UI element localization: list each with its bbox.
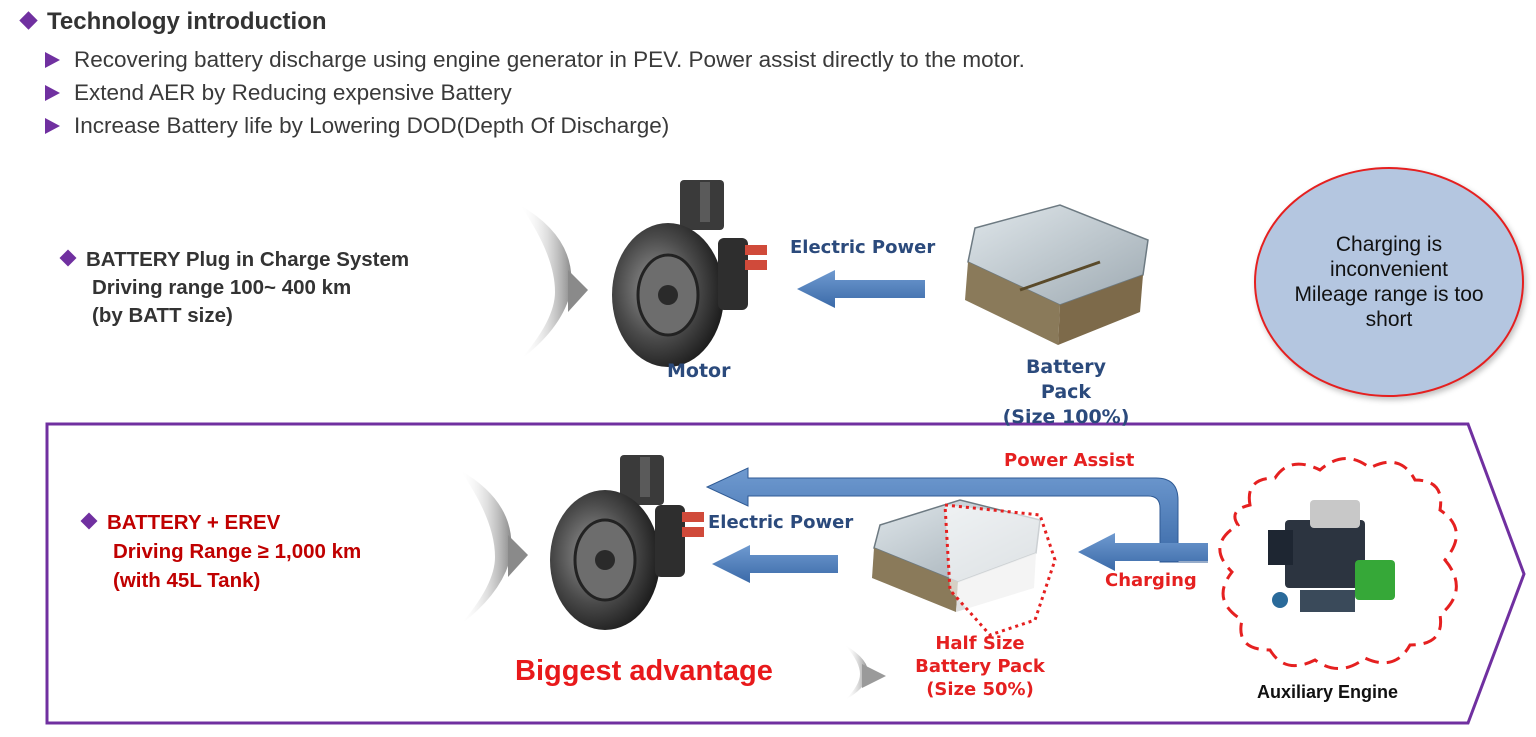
electric-power-arrow bbox=[712, 545, 838, 583]
charging-label: Charging bbox=[1105, 570, 1197, 591]
electric-power-label: Electric Power bbox=[708, 512, 854, 533]
auxiliary-engine-image bbox=[1268, 500, 1395, 612]
swoosh-arrow bbox=[460, 470, 512, 625]
plugin-system-description: BATTERY Plug in Charge System Driving ra… bbox=[59, 246, 409, 330]
erev-frame bbox=[45, 422, 1526, 725]
swoosh-arrow-head bbox=[568, 270, 588, 312]
swoosh-arrow-head bbox=[508, 535, 528, 577]
cloud-outline bbox=[1218, 457, 1458, 670]
motor-label: Motor bbox=[667, 360, 731, 382]
battery-pack-image bbox=[965, 204, 1149, 345]
swoosh-arrow bbox=[520, 205, 572, 360]
problem-callout: Charging is inconvenient Mileage range i… bbox=[1254, 167, 1524, 397]
intro-bullet: Recovering battery discharge using engin… bbox=[45, 47, 1025, 73]
triangle-bullet-icon bbox=[45, 52, 60, 68]
electric-power-arrow bbox=[797, 270, 925, 308]
diamond-bullet-icon bbox=[80, 512, 98, 530]
erev-system-description: BATTERY + EREV Driving Range ≥ 1,000 km … bbox=[80, 508, 361, 595]
power-assist-label: Power Assist bbox=[1004, 450, 1135, 471]
biggest-advantage-label: Biggest advantage bbox=[515, 655, 773, 687]
battery-pack-label: Battery Pack (Size 100%) bbox=[1002, 356, 1130, 428]
auxiliary-engine-label: Auxiliary Engine bbox=[1257, 682, 1399, 702]
swoosh-arrow-head bbox=[862, 664, 886, 688]
power-assist-arrow bbox=[705, 467, 1208, 563]
charging-arrow bbox=[1078, 533, 1208, 571]
electric-power-label: Electric Power bbox=[790, 237, 936, 258]
triangle-bullet-icon bbox=[45, 85, 60, 101]
half-battery-pack-image bbox=[872, 499, 1057, 637]
half-battery-label: Half Size Battery Pack (Size 50%) bbox=[915, 633, 1045, 700]
intro-bullet: Extend AER by Reducing expensive Battery bbox=[45, 80, 512, 106]
motor-image bbox=[550, 455, 704, 630]
section-title: Technology introduction bbox=[19, 8, 327, 36]
motor-image bbox=[612, 180, 767, 367]
intro-bullet: Increase Battery life by Lowering DOD(De… bbox=[45, 113, 669, 139]
diamond-bullet-icon bbox=[59, 249, 77, 267]
triangle-bullet-icon bbox=[45, 118, 60, 134]
